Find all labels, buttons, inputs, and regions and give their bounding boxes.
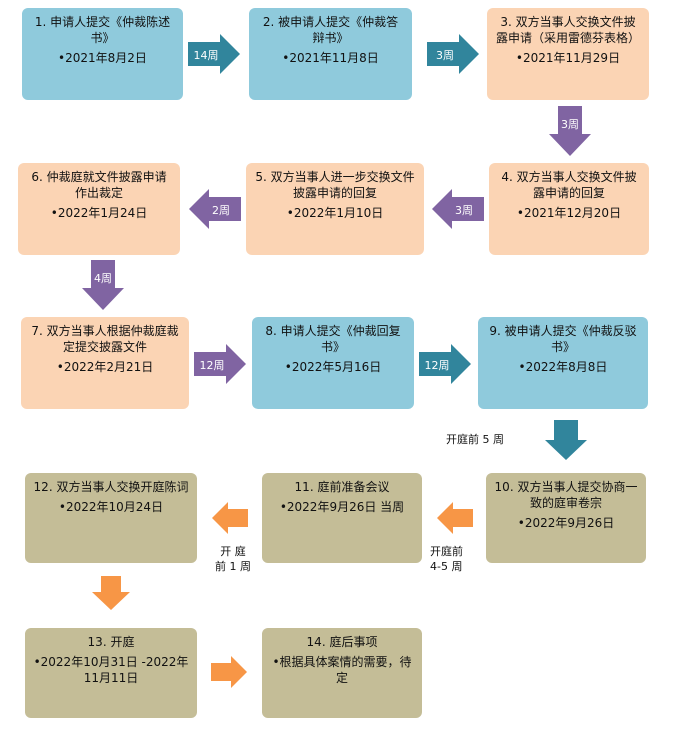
step-9: 9. 被申请人提交《仲裁反驳书》 •2022年8月8日	[478, 317, 648, 409]
arrow-left-icon	[189, 189, 241, 229]
step-date: •2022年8月8日	[518, 360, 608, 374]
arrow-label: 12周	[199, 359, 225, 372]
step-12: 12. 双方当事人交换开庭陈词 •2022年10月24日	[25, 473, 197, 563]
arrow-label: 14周	[193, 49, 219, 62]
step-date: •2022年2月21日	[56, 360, 154, 374]
step-title: 4. 双方当事人交换文件披露申请的回复	[501, 170, 637, 200]
step-3: 3. 双方当事人交换文件披露申请（采用雷德芬表格） •2021年11月29日	[487, 8, 649, 100]
step-title: 12. 双方当事人交换开庭陈词	[33, 480, 189, 494]
arrow-label: 开庭前 5 周	[446, 433, 504, 446]
step-6: 6. 仲裁庭就文件披露申请作出裁定 •2022年1月24日	[18, 163, 180, 255]
arrow-label: 3周	[436, 49, 454, 62]
arrow-label: 4周	[94, 272, 112, 285]
step-date: •2022年9月26日	[517, 516, 615, 530]
step-date: •2022年5月16日	[284, 360, 382, 374]
arrow-label: 开 庭 前 1 周	[215, 545, 251, 573]
step-title: 10. 双方当事人提交协商一致的庭审卷宗	[494, 480, 638, 510]
arrow-left-icon	[437, 502, 473, 534]
arrow-right-icon	[427, 34, 479, 74]
step-title: 13. 开庭	[87, 635, 135, 649]
arrow-label: 12周	[424, 359, 450, 372]
step-date: •2021年11月29日	[515, 51, 621, 65]
arrow-right-icon	[211, 656, 247, 688]
step-title: 1. 申请人提交《仲裁陈述书》	[34, 15, 171, 45]
arrow-left-icon	[212, 502, 248, 534]
step-title: 2. 被申请人提交《仲裁答辩书》	[262, 15, 399, 45]
arrow-label: 开庭前 4-5 周	[430, 545, 463, 573]
arrow-down-icon	[549, 106, 591, 156]
arrow-label: 3周	[455, 204, 473, 217]
step-title: 11. 庭前准备会议	[294, 480, 390, 494]
arrow-right-icon	[419, 344, 471, 384]
step-8: 8. 申请人提交《仲裁回复书》 •2022年5月16日	[252, 317, 414, 409]
step-date: •根据具体案情的需要，待定	[272, 655, 412, 685]
step-date: •2022年9月26日 当周	[279, 500, 405, 514]
step-title: 3. 双方当事人交换文件披露申请（采用雷德芬表格）	[495, 15, 640, 45]
step-title: 6. 仲裁庭就文件披露申请作出裁定	[31, 170, 167, 200]
step-14: 14. 庭后事项 •根据具体案情的需要，待定	[262, 628, 422, 718]
step-2: 2. 被申请人提交《仲裁答辩书》 •2021年11月8日	[249, 8, 412, 100]
arrow-label: 3周	[561, 118, 579, 131]
step-date: •2022年1月10日	[286, 206, 384, 220]
step-date: •2021年8月2日	[58, 51, 147, 65]
arrow-down-icon	[545, 420, 587, 460]
step-title: 14. 庭后事项	[306, 635, 378, 649]
step-title: 5. 双方当事人进一步交换文件披露申请的回复	[255, 170, 415, 200]
step-10: 10. 双方当事人提交协商一致的庭审卷宗 •2022年9月26日	[486, 473, 646, 563]
step-title: 7. 双方当事人根据仲裁庭裁定提交披露文件	[31, 324, 179, 354]
arrow-down-icon	[92, 576, 130, 610]
step-date: •2022年1月24日	[50, 206, 148, 220]
step-13: 13. 开庭 •2022年10月31日 -2022年11月11日	[25, 628, 197, 718]
step-11: 11. 庭前准备会议 •2022年9月26日 当周	[262, 473, 422, 563]
step-date: •2021年11月8日	[282, 51, 379, 65]
step-title: 9. 被申请人提交《仲裁反驳书》	[489, 324, 637, 354]
step-title: 8. 申请人提交《仲裁回复书》	[265, 324, 401, 354]
step-date: •2022年10月24日	[58, 500, 164, 514]
step-5: 5. 双方当事人进一步交换文件披露申请的回复 •2022年1月10日	[246, 163, 424, 255]
step-1: 1. 申请人提交《仲裁陈述书》 •2021年8月2日	[22, 8, 183, 100]
arrow-down-icon	[82, 260, 124, 310]
step-date: •2022年10月31日 -2022年11月11日	[33, 655, 189, 685]
step-7: 7. 双方当事人根据仲裁庭裁定提交披露文件 •2022年2月21日	[21, 317, 189, 409]
step-date: •2021年12月20日	[516, 206, 622, 220]
arrow-left-icon	[432, 189, 484, 229]
arrow-right-icon	[194, 344, 246, 384]
arrow-label: 2周	[212, 204, 230, 217]
step-4: 4. 双方当事人交换文件披露申请的回复 •2021年12月20日	[489, 163, 649, 255]
arrow-right-icon	[188, 34, 240, 74]
